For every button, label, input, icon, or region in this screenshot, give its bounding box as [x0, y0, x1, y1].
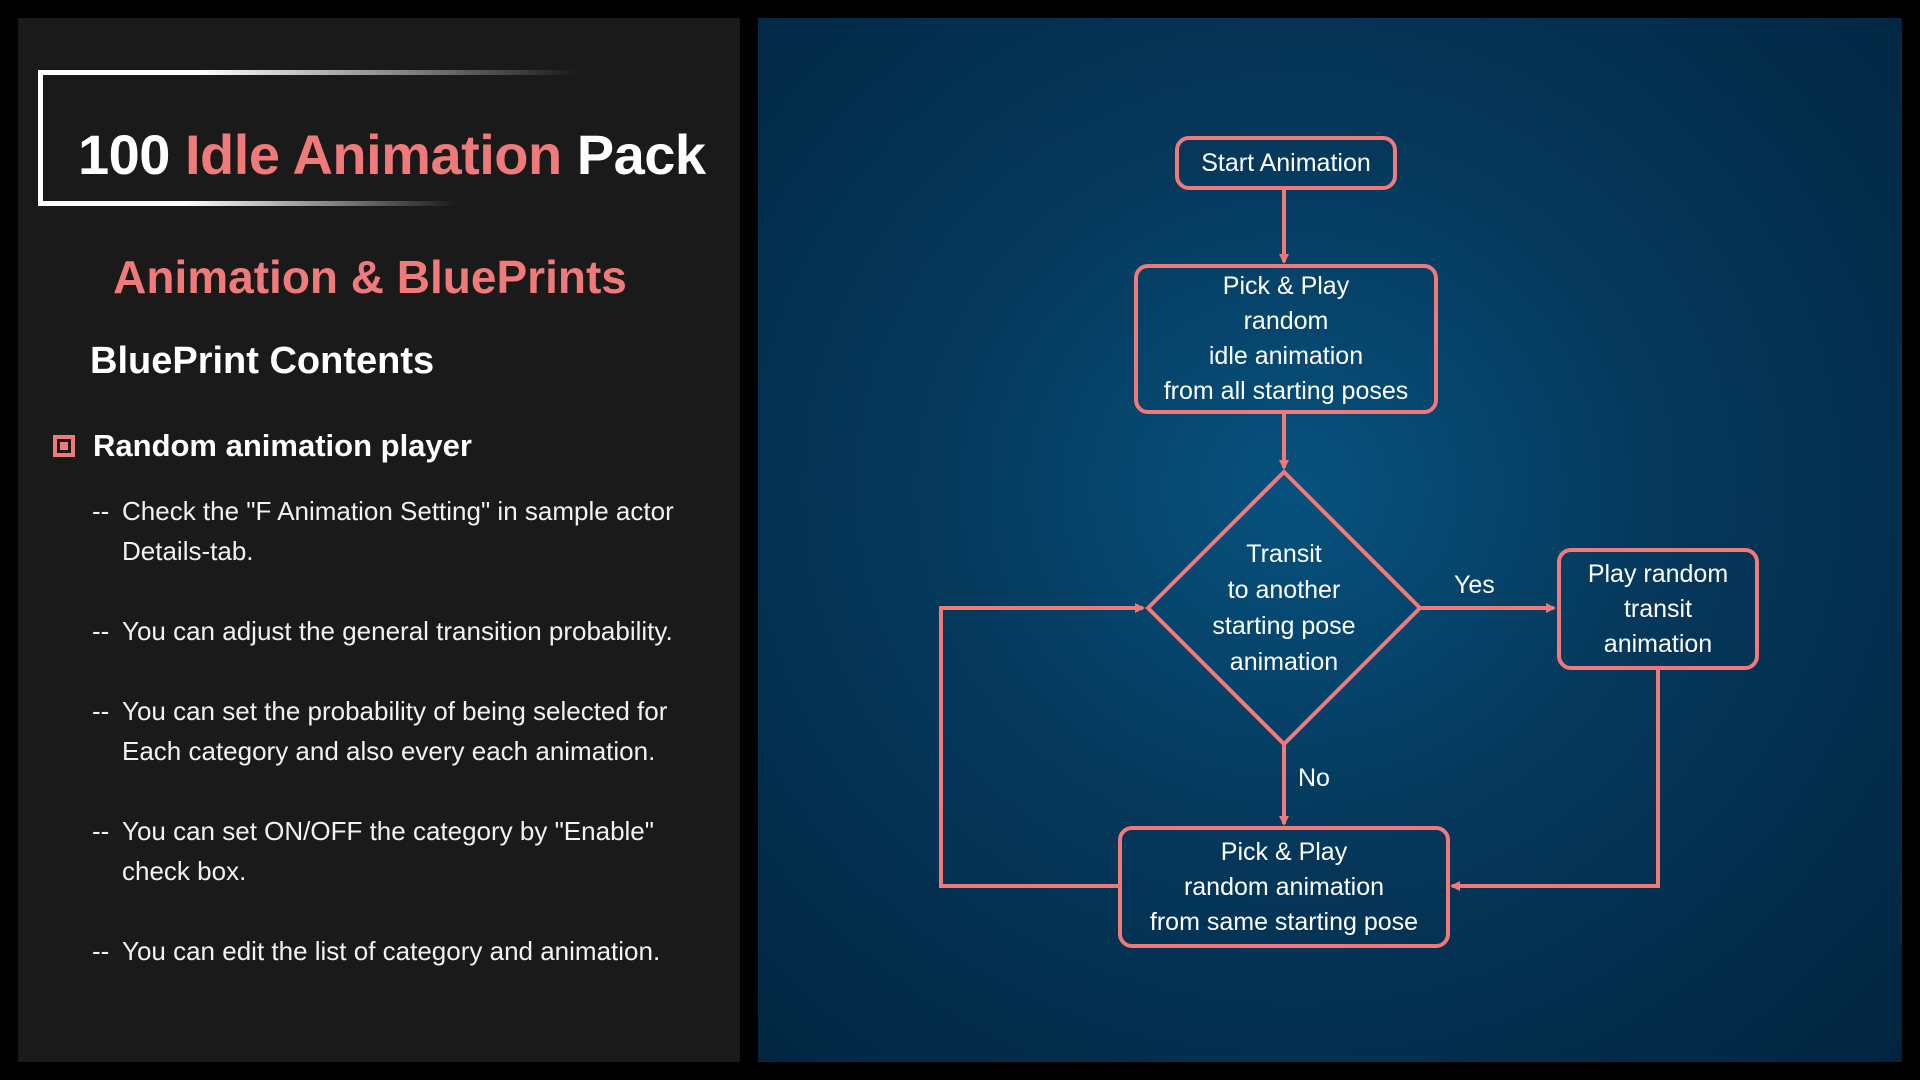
- node-start-animation: Start Animation: [1175, 136, 1397, 190]
- feature-title: Random animation player: [93, 428, 472, 463]
- node-label: from all starting poses: [1163, 377, 1409, 405]
- description-dash: --: [92, 496, 110, 526]
- description-dash: --: [92, 616, 110, 646]
- description-item: -- You can adjust the general transition…: [92, 611, 712, 651]
- node-label: starting pose: [1212, 612, 1356, 640]
- node-label: to another: [1227, 576, 1341, 604]
- description-line: Details-tab.: [122, 536, 254, 566]
- description-line: You can edit the list of category and an…: [122, 936, 661, 966]
- node-label: idle animation: [1208, 342, 1364, 370]
- subtitle: Animation & BluePrints: [113, 251, 627, 303]
- description-dash: --: [92, 936, 110, 966]
- description-item: -- You can set ON/OFF the category by "E…: [92, 811, 712, 891]
- description-line: You can set ON/OFF the category by "Enab…: [122, 816, 654, 846]
- feature-row: Random animation player: [53, 428, 472, 464]
- title-frame-top: [38, 70, 578, 75]
- description-line: Each category and also every each animat…: [122, 736, 656, 766]
- title-frame-bottom: [38, 201, 458, 206]
- square-bullet-icon: [53, 435, 75, 457]
- node-label: animation: [1229, 648, 1339, 676]
- info-panel: [18, 18, 740, 1062]
- node-play-random-transit: Play random transit animation: [1557, 548, 1759, 670]
- edge-transit-to-same: [1450, 670, 1660, 891]
- node-label: animation: [1603, 629, 1713, 658]
- page-title: 100 Idle Animation Pack: [78, 122, 706, 187]
- node-decision-transit: Transit to another starting pose animati…: [1184, 526, 1384, 690]
- description-item: -- Check the "F Animation Setting" in sa…: [92, 491, 712, 571]
- title-number: 100: [78, 123, 185, 186]
- description-item: -- You can edit the list of category and…: [92, 931, 712, 971]
- description-line: Check the "F Animation Setting" in sampl…: [122, 496, 674, 526]
- description-dash: --: [92, 696, 110, 726]
- node-label: Transit: [1246, 540, 1322, 568]
- node-label: Pick & Play: [1220, 837, 1348, 866]
- description-dash: --: [92, 816, 110, 846]
- description-line: check box.: [122, 856, 247, 886]
- section-title: BluePrint Contents: [90, 340, 435, 382]
- edge-label-yes: Yes: [1454, 571, 1495, 599]
- node-pick-play-all: Pick & Play random idle animation from a…: [1134, 264, 1438, 414]
- node-label: transit: [1623, 594, 1693, 623]
- title-frame-left: [38, 70, 43, 206]
- description-line: You can adjust the general transition pr…: [122, 616, 673, 646]
- edge-label-no: No: [1298, 764, 1330, 792]
- node-label: Play random: [1587, 559, 1729, 588]
- node-label: random animation: [1183, 872, 1385, 901]
- node-label: random: [1243, 307, 1329, 335]
- node-label: Start Animation: [1201, 148, 1371, 177]
- description-line: You can set the probability of being sel…: [122, 696, 668, 726]
- title-suffix: Pack: [561, 123, 706, 186]
- title-frame: [38, 70, 578, 206]
- description-item: -- You can set the probability of being …: [92, 691, 712, 771]
- title-accent: Idle Animation: [185, 123, 562, 186]
- node-label: from same starting pose: [1149, 907, 1419, 936]
- node-pick-play-same: Pick & Play random animation from same s…: [1118, 826, 1450, 948]
- edge-loop-back: [939, 603, 1145, 888]
- node-label: Pick & Play: [1222, 272, 1350, 300]
